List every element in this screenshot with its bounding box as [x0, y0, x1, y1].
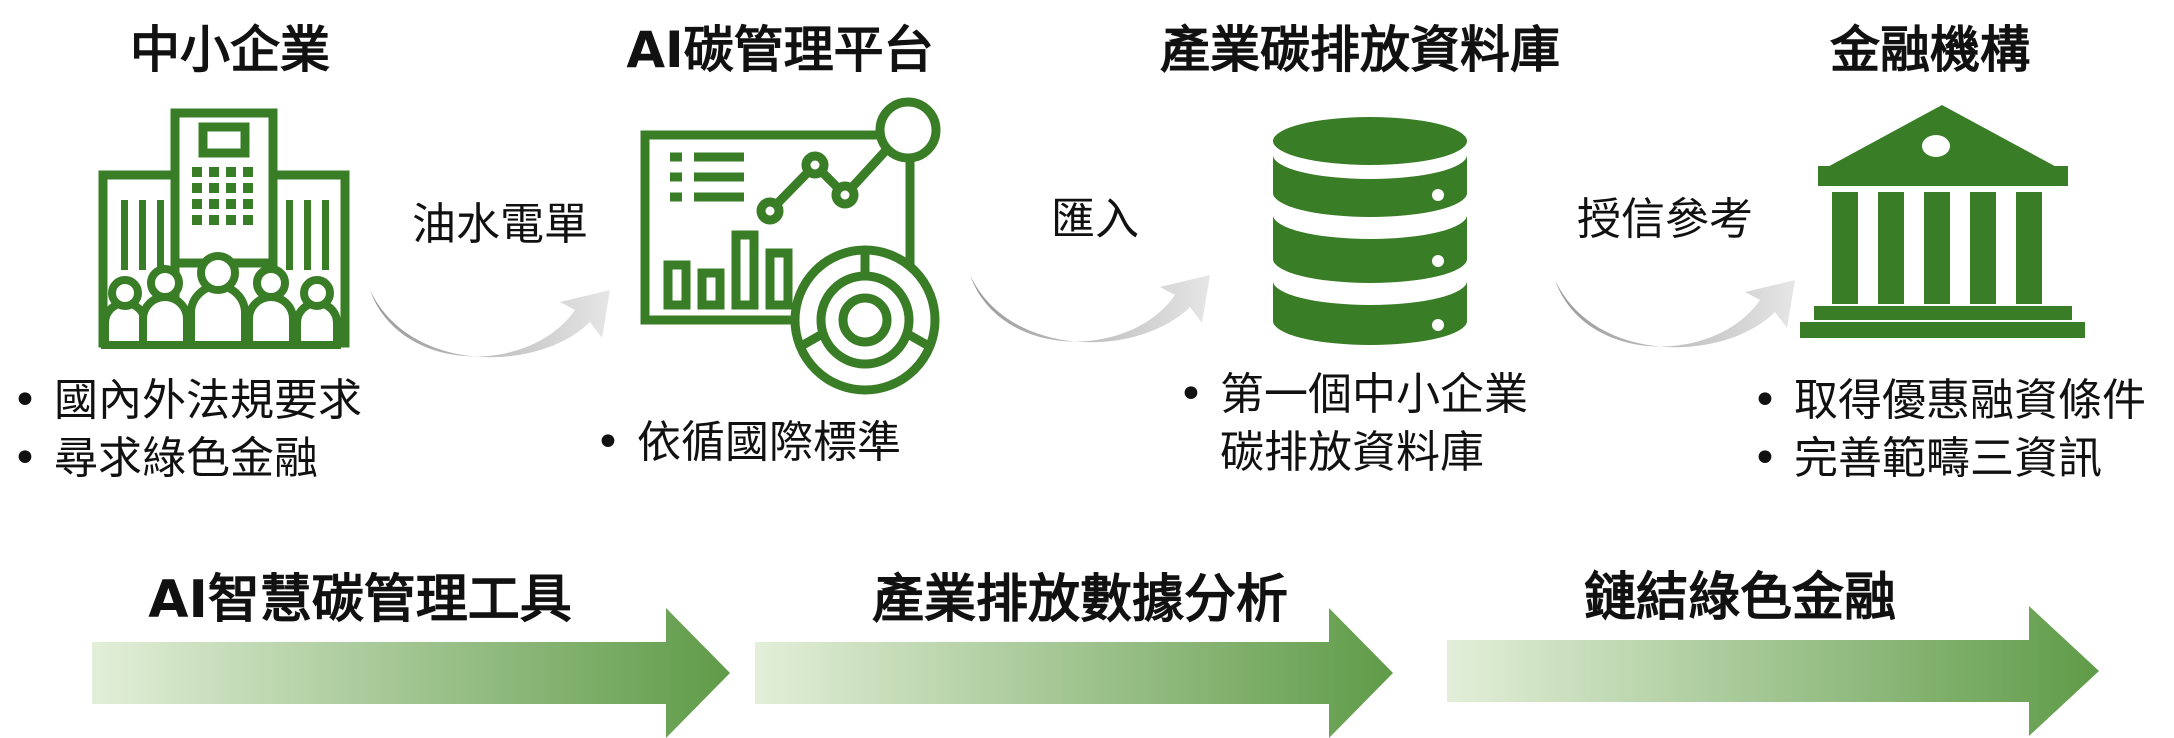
list-item: •國內外法規要求 [12, 375, 362, 426]
list-item: •依循國際標準 [595, 417, 901, 468]
bullets-ai-platform: •依循國際標準 [595, 414, 901, 472]
list-item: •尋求綠色金融 [12, 433, 318, 484]
bullets-database: •第一個中小企業 碳排放資料庫 [1178, 366, 1528, 482]
flow-label-credit-reference: 授信參考 [1577, 194, 1753, 245]
database-icon [1273, 117, 1467, 345]
curved-arrow-2 [970, 275, 1210, 343]
stage-title-sme: 中小企業 [130, 21, 330, 79]
list-item: •取得優惠融資條件 [1752, 375, 2146, 426]
bullets-bank: •取得優惠融資條件 •完善範疇三資訊 [1752, 372, 2146, 488]
list-item: •第一個中小企業 [1178, 369, 1528, 420]
stage-title-bank: 金融機構 [1830, 21, 2030, 79]
bullets-sme: •國內外法規要求 •尋求綠色金融 [12, 372, 362, 488]
flow-label-utility-bills: 油水電單 [412, 199, 588, 250]
flow-label-import: 匯入 [1051, 194, 1139, 245]
curved-arrow-3 [1555, 280, 1795, 348]
bottom-label-green-finance: 鏈結綠色金融 [1583, 568, 1896, 628]
list-item: 碳排放資料庫 [1220, 427, 1484, 478]
bottom-label-ai-tool: AI智慧碳管理工具 [148, 570, 572, 630]
stage-title-database: 產業碳排放資料庫 [1160, 21, 1560, 79]
curved-arrow-1 [370, 290, 610, 358]
stage-title-ai-platform: AI碳管理平台 [626, 21, 934, 79]
progress-arrow-2 [755, 608, 1393, 738]
analytics-dashboard-icon [640, 97, 941, 395]
list-item: •完善範疇三資訊 [1752, 433, 2102, 484]
bottom-label-emission-analysis: 產業排放數據分析 [871, 570, 1288, 630]
progress-arrow-1 [92, 608, 730, 738]
progress-arrow-3 [1447, 606, 2099, 736]
bank-icon [1800, 105, 2085, 338]
office-building-people-icon [98, 108, 350, 349]
